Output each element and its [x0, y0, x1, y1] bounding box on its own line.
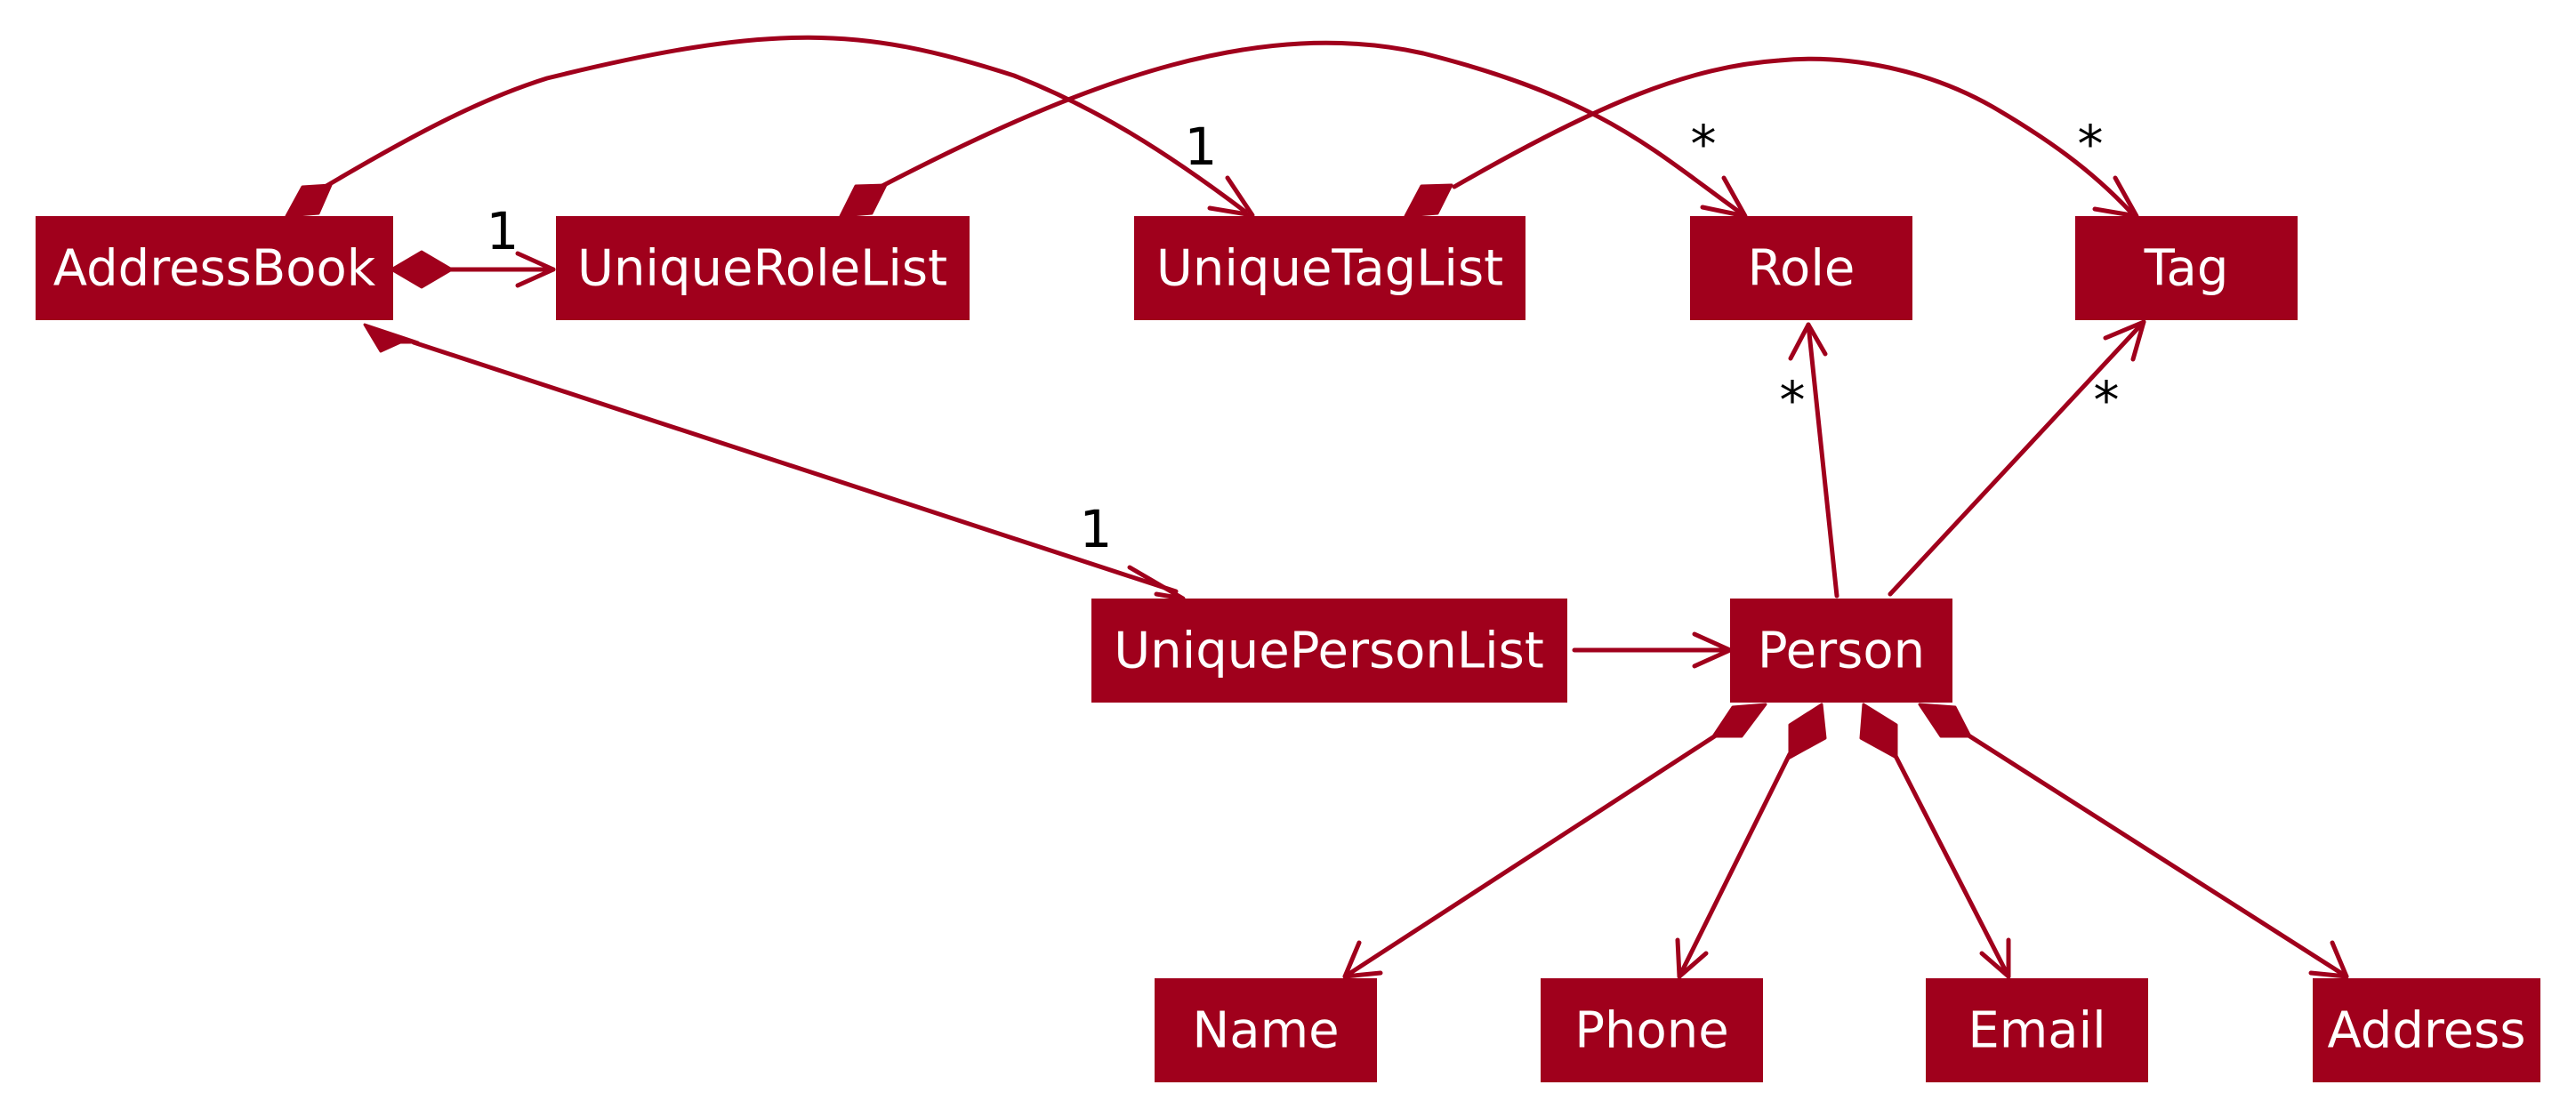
class-uniquetaglist: UniqueTagList [1134, 216, 1525, 320]
edge-uniquerolelist-role [839, 40, 1748, 219]
class-tag: Tag [2075, 216, 2298, 320]
class-email-label: Email [1968, 1002, 2105, 1060]
class-phone-label: Phone [1574, 1002, 1728, 1060]
edge-person-tag [1888, 319, 2146, 597]
mult-addressbook-uniquetaglist: 1 [1185, 117, 1218, 177]
class-person-label: Person [1758, 623, 1925, 680]
edge-person-address [1918, 703, 2349, 979]
class-phone: Phone [1541, 978, 1763, 1082]
class-addressbook: AddressBook [36, 216, 393, 320]
class-name: Name [1155, 978, 1377, 1082]
edge-person-name [1342, 703, 1767, 979]
edge-uniquepersonlist-person [1572, 631, 1733, 669]
class-uniquerolelist: UniqueRoleList [556, 216, 970, 320]
mult-uniquetaglist-tag: * [2078, 114, 2104, 174]
class-name-label: Name [1192, 1002, 1339, 1060]
edge-person-email [1859, 703, 2011, 979]
edge-addressbook-uniquepersonlist [363, 323, 1186, 601]
class-person: Person [1730, 599, 1952, 703]
class-uniquepersonlist: UniquePersonList [1091, 599, 1567, 703]
edge-addressbook-uniquetaglist [285, 35, 1255, 218]
mult-person-tag: * [2094, 370, 2120, 430]
class-address: Address [2313, 978, 2540, 1082]
class-role-label: Role [1748, 240, 1856, 298]
mult-person-role: * [1780, 370, 1806, 430]
mult-uniquerolelist-role: * [1691, 114, 1717, 174]
class-addressbook-label: AddressBook [53, 240, 376, 298]
edge-person-phone [1675, 703, 1827, 979]
class-address-label: Address [2327, 1002, 2525, 1060]
class-uniquepersonlist-label: UniquePersonList [1114, 623, 1544, 680]
mult-addressbook-uniquerolelist: 1 [487, 201, 519, 261]
edge-addressbook-uniquerolelist [390, 250, 556, 289]
mult-addressbook-uniquepersonlist: 1 [1080, 499, 1113, 559]
class-uniquetaglist-label: UniqueTagList [1156, 240, 1503, 298]
class-uniquerolelist-label: UniqueRoleList [577, 240, 947, 298]
class-email: Email [1926, 978, 2148, 1082]
edge-person-role [1788, 322, 1839, 599]
class-role: Role [1690, 216, 1912, 320]
edge-uniquetaglist-tag [1404, 56, 2139, 219]
class-tag-label: Tag [2144, 240, 2229, 298]
